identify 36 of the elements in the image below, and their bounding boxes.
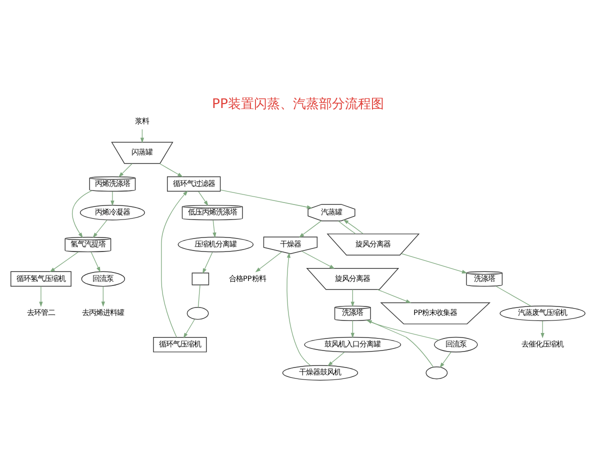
diagram-title: PP装置闪蒸、汽蒸部分流程图 — [212, 96, 384, 112]
arrow — [90, 252, 100, 272]
arrow — [255, 252, 282, 272]
arrow — [39, 286, 43, 307]
arrow — [50, 252, 79, 272]
arrow — [212, 220, 216, 238]
arrow — [183, 318, 196, 338]
node-box — [192, 272, 210, 286]
connector — [366, 320, 440, 340]
arrow — [72, 190, 92, 238]
node-ellipse — [426, 366, 448, 380]
arrow — [202, 252, 213, 274]
node-ellipse — [186, 307, 209, 320]
arrow — [198, 191, 208, 206]
arrow — [540, 320, 544, 338]
arrow — [159, 163, 183, 178]
arrow — [302, 250, 335, 269]
arrow — [298, 220, 322, 238]
arrow — [343, 220, 364, 234]
arrow — [110, 191, 114, 206]
connector — [338, 220, 356, 234]
arrow — [286, 252, 311, 366]
arrow — [350, 320, 354, 338]
arrow — [377, 289, 412, 304]
arrow — [366, 320, 434, 368]
arrow — [118, 163, 132, 178]
arrow — [92, 220, 108, 238]
arrow — [328, 352, 345, 366]
arrow — [401, 253, 468, 274]
arrow — [220, 190, 312, 209]
arrow — [161, 190, 188, 338]
arrow — [101, 286, 106, 307]
arrow — [440, 352, 452, 368]
connector — [198, 284, 200, 308]
arrow — [350, 289, 354, 308]
connector — [496, 286, 532, 306]
